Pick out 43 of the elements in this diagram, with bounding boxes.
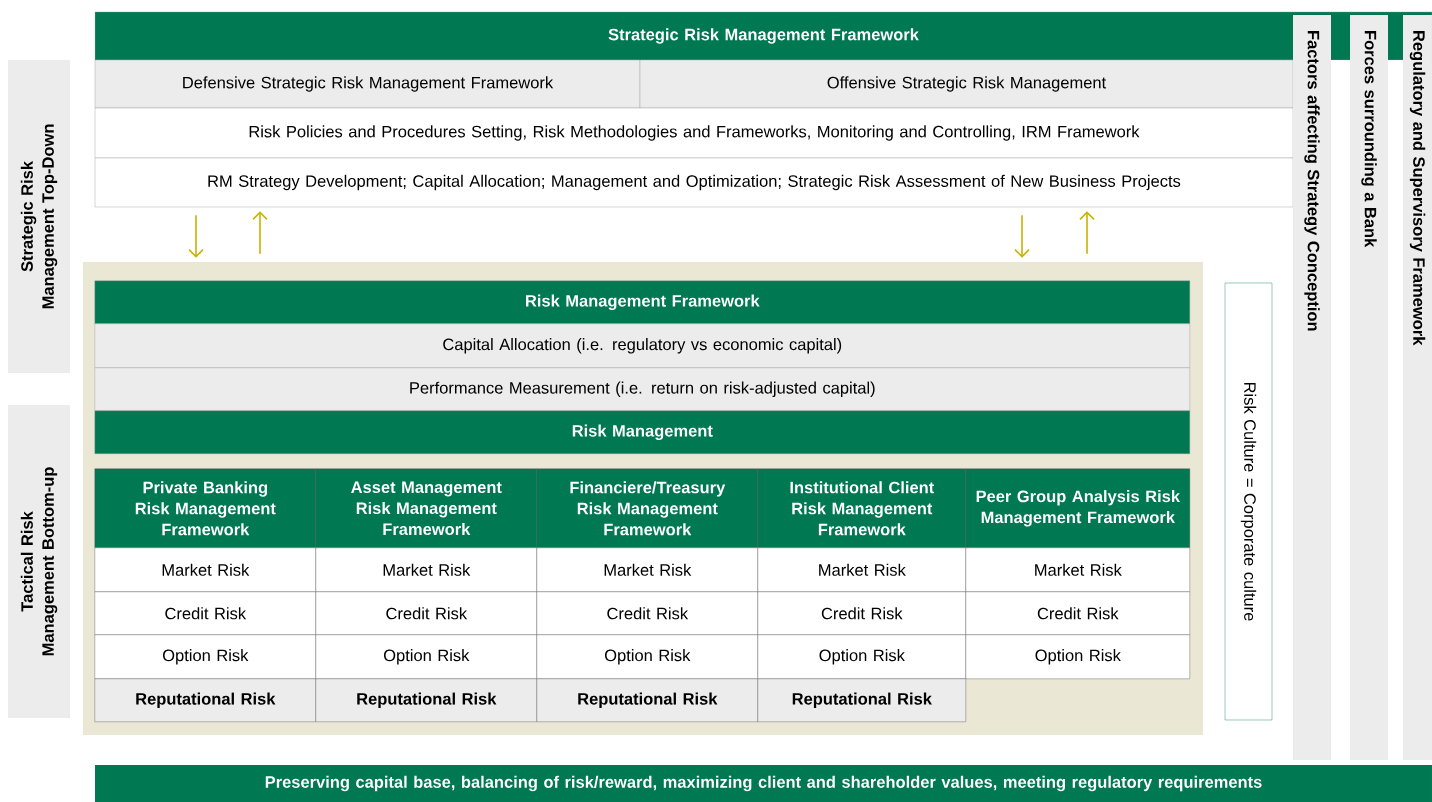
table-cell: Market Risk [94, 547, 316, 592]
column-header: Asset Management Risk Management Framework [315, 468, 537, 548]
table-cell: Reputational Risk [536, 678, 758, 722]
column-header: Financiere/Treasury Risk Management Framework [536, 468, 758, 548]
header-bar: Risk Management Framework [94, 280, 1190, 324]
arrow [1079, 211, 1095, 255]
column-header: Peer Group Analysis Risk Management Framework [965, 468, 1190, 548]
row-box: Offensive Strategic Risk Management [639, 59, 1294, 109]
row-box: Capital Allocation (i.e. regulatory vs economic capital) [94, 323, 1190, 368]
vertical-band: Factors affecting Strategy Conception [1293, 15, 1331, 760]
table-cell: Credit Risk [536, 591, 758, 635]
arrow [252, 211, 268, 255]
table-cell: Market Risk [757, 547, 966, 592]
row-box: Performance Measurement (i.e. return on risk-adjusted capital) [94, 367, 1190, 411]
table-cell: Credit Risk [94, 591, 316, 635]
table-cell: Credit Risk [757, 591, 966, 635]
table-cell: Option Risk [965, 634, 1190, 679]
table-cell: Option Risk [757, 634, 966, 679]
vertical-band: Forces surrounding a Bank [1350, 15, 1388, 760]
arrow [1014, 214, 1030, 258]
table-cell: Reputational Risk [94, 678, 316, 722]
vertical-band: Regulatory and Supervisory Framework [1403, 15, 1432, 760]
table-cell: Reputational Risk [757, 678, 966, 722]
row-box: RM Strategy Development; Capital Allocation; Management and Optimization; Strategic Risk Assessment of New Business Projects [94, 157, 1294, 208]
table-cell: Credit Risk [315, 591, 537, 635]
footer-bar: Preserving capital base, balancing of risk/reward, maximizing client and shareholder values, meeting regulatory requirements [95, 765, 1432, 802]
row-box: Risk Policies and Procedures Setting, Risk Methodologies and Frameworks, Monitoring and Controlling, IRM Framework [94, 107, 1294, 159]
header-bar: Risk Management [94, 410, 1190, 454]
table-cell: Market Risk [536, 547, 758, 592]
table-cell: Credit Risk [965, 591, 1190, 635]
side-label-box: Strategic Risk Management Top-Down [8, 60, 70, 373]
table-cell: Reputational Risk [315, 678, 537, 722]
row-box: Defensive Strategic Risk Management Framework [94, 59, 641, 109]
table-cell: Option Risk [315, 634, 537, 679]
table-cell: Option Risk [536, 634, 758, 679]
table-cell: Market Risk [965, 547, 1190, 592]
side-label-box: Tactical Risk Management Bottom-up [8, 405, 70, 718]
table-cell: Market Risk [315, 547, 537, 592]
column-header: Private Banking Risk Management Framework [94, 468, 316, 548]
arrow [188, 214, 204, 258]
column-header: Institutional Client Risk Management Framework [757, 468, 966, 548]
culture-box: Risk Culture = Corporate culture [1224, 282, 1273, 721]
table-cell: Option Risk [94, 634, 316, 679]
